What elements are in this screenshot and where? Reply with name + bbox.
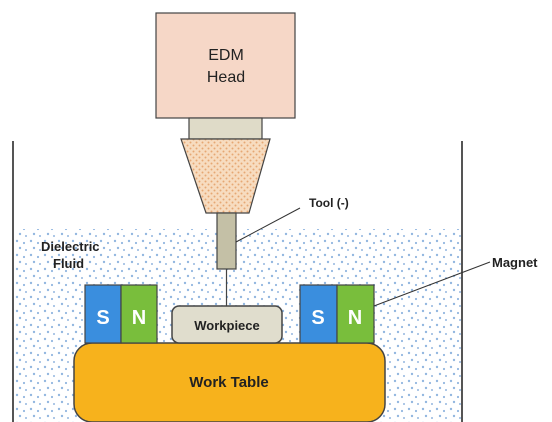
tool-electrode <box>216 212 237 270</box>
magnet-left-s-label: S <box>96 307 109 329</box>
magnet-left-s-pole <box>84 284 122 344</box>
magnet-right-s-label: S <box>311 307 324 329</box>
workpiece <box>171 305 283 344</box>
tool-holder-chuck <box>180 138 271 214</box>
edm-head-label-line2: Head <box>207 69 245 86</box>
magnet-pointer-line <box>373 261 491 307</box>
work-table-label: Work Table <box>189 374 268 391</box>
dielectric-label-line1: Dielectric <box>41 239 100 254</box>
dielectric-label-line2: Fluid <box>53 256 84 271</box>
edm-head-label-line1: EDM <box>208 47 244 64</box>
magnet-label: Magnet <box>492 255 538 270</box>
tool-pointer-line <box>235 207 301 243</box>
tool-label: Tool (-) <box>309 196 349 210</box>
magnet-left-n-label: N <box>132 307 146 329</box>
workpiece-label: Workpiece <box>194 318 260 333</box>
magnet-left-n-pole <box>120 284 158 344</box>
spindle-collar <box>188 117 263 140</box>
magnet-right: S N <box>299 284 375 344</box>
magnet-left: S N <box>84 284 158 344</box>
edm-head-box <box>155 12 296 119</box>
magnet-right-n-label: N <box>348 307 362 329</box>
magnet-right-n-pole <box>336 284 375 344</box>
